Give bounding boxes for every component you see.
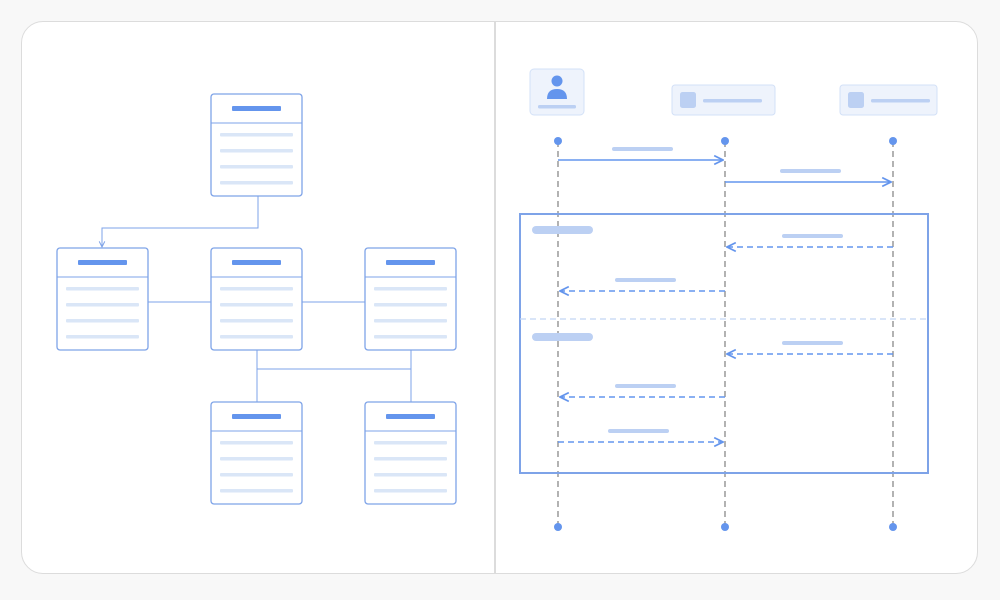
class-name-placeholder [78,260,127,265]
class-member-placeholder [66,335,139,339]
message-6[interactable] [560,384,725,397]
class-box-bottom-right[interactable] [364,401,457,505]
class-member-placeholder [66,319,139,323]
participant-name-placeholder [871,99,930,103]
connector-center-to-bottom [256,350,412,402]
class-member-placeholder [220,181,293,185]
class-member-placeholder [374,441,447,445]
participant-name-placeholder [538,105,576,109]
message-7[interactable] [558,429,723,442]
message-3[interactable] [727,234,893,247]
class-member-placeholder [66,287,139,291]
class-member-placeholder [220,303,293,307]
class-member-placeholder [220,473,293,477]
message-label-placeholder [780,169,841,173]
participant-service-b[interactable] [839,84,938,116]
diagram-canvas [56,22,938,573]
class-member-placeholder [220,133,293,137]
sequence-diagram [519,68,938,531]
square-icon [680,92,696,108]
class-box-frame [56,247,149,351]
class-box-frame [364,247,457,351]
class-member-placeholder [66,303,139,307]
diagram-card [21,21,978,574]
message-label-placeholder [782,341,843,345]
class-connectors [102,196,412,402]
lifeline-start-dot [721,137,729,145]
participant-actor[interactable] [529,68,585,116]
class-member-placeholder [374,489,447,493]
message-label-placeholder [782,234,843,238]
lifeline-end-dot [721,523,729,531]
class-name-placeholder [386,414,435,419]
class-member-placeholder [220,457,293,461]
class-member-placeholder [220,489,293,493]
class-box-frame [210,93,303,197]
class-box-frame [210,247,303,351]
class-box-right[interactable] [364,247,457,351]
class-member-placeholder [374,303,447,307]
class-name-placeholder [232,414,281,419]
class-name-placeholder [232,260,281,265]
lifeline-start-dot [554,137,562,145]
message-label-placeholder [612,147,673,151]
participant-name-placeholder [703,99,762,103]
class-member-placeholder [220,441,293,445]
class-diagram [56,93,457,505]
message-5[interactable] [727,341,893,354]
class-name-placeholder [232,106,281,111]
lifeline-end-dot [889,523,897,531]
class-box-bottom-left[interactable] [210,401,303,505]
class-member-placeholder [220,149,293,153]
message-2[interactable] [725,169,891,182]
class-box-frame [210,401,303,505]
class-box-frame [364,401,457,505]
fragment-guard-tag [532,333,593,341]
lifeline-start-dot [889,137,897,145]
class-member-placeholder [220,287,293,291]
class-box-left[interactable] [56,247,149,351]
message-label-placeholder [615,278,676,282]
message-label-placeholder [615,384,676,388]
class-member-placeholder [374,287,447,291]
lifelines [557,141,894,527]
message-4[interactable] [560,278,725,291]
class-member-placeholder [374,319,447,323]
lifeline-endpoints [554,137,897,531]
class-member-placeholder [220,335,293,339]
class-member-placeholder [374,473,447,477]
connector-top-to-left [102,196,259,247]
person-icon [547,75,567,99]
message-1[interactable] [558,147,723,160]
class-member-placeholder [374,457,447,461]
class-name-placeholder [386,260,435,265]
class-box-center[interactable] [210,247,303,351]
fragment-operator-tag [532,226,593,234]
combined-fragment[interactable] [519,213,929,474]
fragment-frame [519,213,929,474]
lifeline-end-dot [554,523,562,531]
class-member-placeholder [374,335,447,339]
class-member-placeholder [220,319,293,323]
square-icon [848,92,864,108]
class-member-placeholder [220,165,293,169]
class-box-top[interactable] [210,93,303,197]
message-label-placeholder [608,429,669,433]
participant-service-a[interactable] [671,84,776,116]
